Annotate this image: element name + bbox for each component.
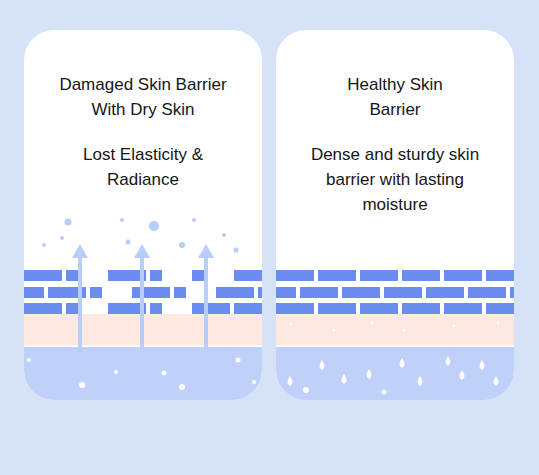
moisture-dot xyxy=(179,242,185,248)
moisture-dot xyxy=(27,358,31,362)
moisture-dot xyxy=(60,236,64,240)
water-drop xyxy=(480,360,485,370)
brick xyxy=(276,270,314,281)
card-heading: Damaged Skin Barrier With Dry Skin xyxy=(43,72,243,122)
water-drop xyxy=(342,374,347,384)
info-card: Damaged Skin Barrier With Dry SkinLost E… xyxy=(24,30,262,400)
moisture-dot xyxy=(79,382,85,388)
moisture-dot xyxy=(149,221,159,231)
brick xyxy=(444,303,482,314)
moisture-dot xyxy=(192,218,196,222)
brick xyxy=(300,287,338,298)
escape-arrow xyxy=(140,252,144,352)
moisture-dot xyxy=(65,219,72,226)
moisture-dot xyxy=(114,370,118,374)
brick xyxy=(24,303,62,314)
brick xyxy=(318,270,356,281)
broken-brick xyxy=(66,303,78,314)
dermis-layer xyxy=(276,314,514,346)
arrow-head xyxy=(134,244,150,258)
brick xyxy=(132,287,170,298)
brick xyxy=(402,270,440,281)
moisture-dot xyxy=(236,358,241,363)
brick xyxy=(402,303,440,314)
moisture-dot xyxy=(222,233,226,237)
broken-brick xyxy=(174,287,186,298)
broken-brick xyxy=(192,270,204,281)
moisture-layer xyxy=(276,346,514,400)
dermis-dot xyxy=(290,323,293,326)
broken-brick xyxy=(66,270,78,281)
water-drop xyxy=(400,358,405,368)
brick xyxy=(216,287,254,298)
water-dot xyxy=(382,390,387,395)
dermis-dot xyxy=(403,329,406,332)
brick xyxy=(444,270,482,281)
brick xyxy=(510,287,514,298)
brick xyxy=(234,270,262,281)
escape-arrow xyxy=(204,252,208,352)
card-heading: Healthy Skin Barrier xyxy=(339,72,451,122)
brick xyxy=(258,287,262,298)
brick xyxy=(24,270,62,281)
dermis-dot xyxy=(453,325,456,328)
moisture-dot xyxy=(126,240,131,245)
card-body: Lost Elasticity & Radiance xyxy=(79,142,207,192)
brick xyxy=(360,270,398,281)
brick xyxy=(468,287,506,298)
card-body: Dense and sturdy skin barrier with lasti… xyxy=(307,142,483,217)
brick xyxy=(192,303,230,314)
brick xyxy=(276,303,314,314)
arrow-head xyxy=(72,244,88,258)
moisture-layer xyxy=(24,346,262,400)
water-dot xyxy=(303,387,309,393)
moisture-dot xyxy=(162,371,167,376)
moisture-dot xyxy=(120,218,124,222)
water-drop xyxy=(367,369,372,379)
brick xyxy=(384,287,422,298)
dermis-dot xyxy=(333,329,336,332)
brick xyxy=(486,270,514,281)
water-drop xyxy=(494,376,499,386)
broken-brick xyxy=(90,287,102,298)
water-drop xyxy=(460,370,465,380)
layer-line xyxy=(276,345,514,347)
moisture-dot xyxy=(234,248,239,253)
broken-brick xyxy=(150,303,162,314)
brick xyxy=(234,303,262,314)
brick xyxy=(24,287,44,298)
brick xyxy=(486,303,514,314)
moisture-dot xyxy=(179,384,185,390)
brick xyxy=(318,303,356,314)
moisture-dot xyxy=(42,243,46,247)
arrow-head xyxy=(198,244,214,258)
water-drop xyxy=(288,376,293,386)
escape-arrow xyxy=(78,252,82,352)
brick xyxy=(360,303,398,314)
dermis-dot xyxy=(371,322,374,325)
brick xyxy=(342,287,380,298)
info-card: Healthy Skin BarrierDense and sturdy ski… xyxy=(276,30,514,400)
brick xyxy=(276,287,296,298)
broken-brick xyxy=(150,270,162,281)
water-drop xyxy=(446,356,451,366)
water-drop xyxy=(320,360,325,370)
moisture-dot xyxy=(252,380,256,384)
dermis-dot xyxy=(497,322,500,325)
water-drop xyxy=(418,376,423,386)
brick xyxy=(426,287,464,298)
